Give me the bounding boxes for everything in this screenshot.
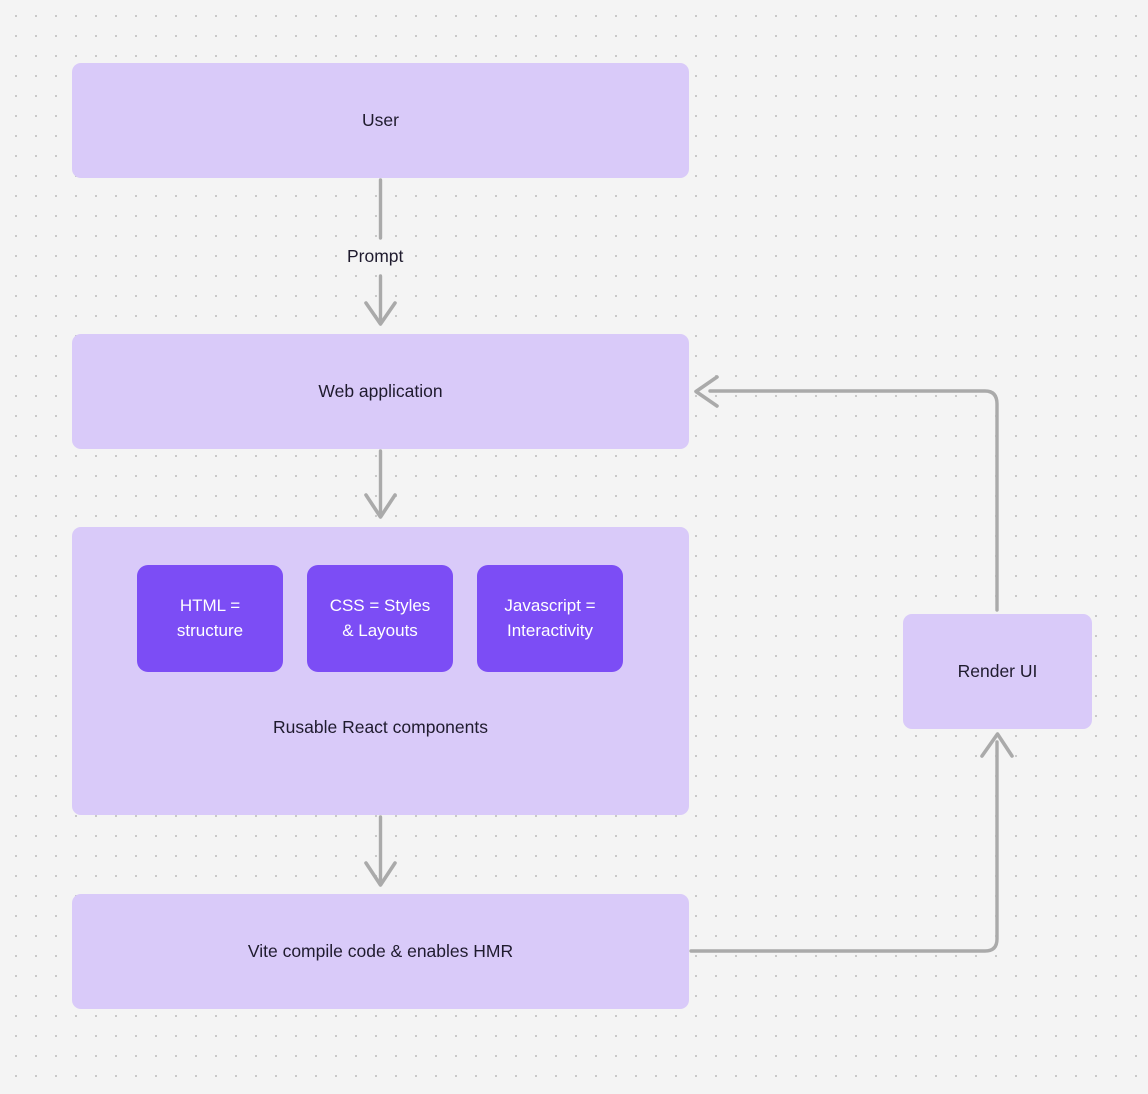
node-components-group[interactable]: HTML = structure CSS = Styles & Layouts … (72, 527, 689, 815)
edge-components-to-vite (364, 815, 397, 887)
edge-webapp-to-components (364, 449, 397, 519)
node-css[interactable]: CSS = Styles & Layouts (307, 565, 453, 672)
edge-vite-to-renderui (689, 732, 1014, 953)
edge-renderui-to-webapp (694, 375, 999, 612)
node-html-label-line1: HTML = (179, 596, 241, 616)
node-html-label-line2: structure (176, 620, 244, 640)
node-javascript-label-line1: Javascript = (504, 596, 596, 616)
node-javascript-label-line2: Interactivity (507, 620, 593, 640)
node-html[interactable]: HTML = structure (137, 565, 283, 672)
arrowhead-down-icon (364, 861, 397, 887)
node-css-label-line2: & Layouts (342, 620, 418, 640)
edge-label-prompt: Prompt (341, 245, 410, 269)
arrowhead-down-icon (364, 301, 397, 326)
node-web-application[interactable]: Web application (72, 334, 689, 449)
node-web-application-label: Web application (318, 380, 443, 401)
node-css-label-line1: CSS = Styles (329, 596, 431, 616)
node-vite[interactable]: Vite compile code & enables HMR (72, 894, 689, 1009)
arrowhead-up-icon (980, 732, 1014, 758)
node-user-label: User (362, 109, 399, 130)
node-javascript[interactable]: Javascript = Interactivity (477, 565, 623, 672)
node-render-ui-label: Render UI (957, 660, 1038, 681)
node-components-group-label: Rusable React components (273, 717, 488, 737)
node-vite-label: Vite compile code & enables HMR (247, 940, 514, 961)
arrowhead-left-icon (694, 375, 719, 408)
arrowhead-down-icon (364, 493, 397, 519)
node-render-ui[interactable]: Render UI (903, 614, 1092, 729)
node-user[interactable]: User (72, 63, 689, 178)
